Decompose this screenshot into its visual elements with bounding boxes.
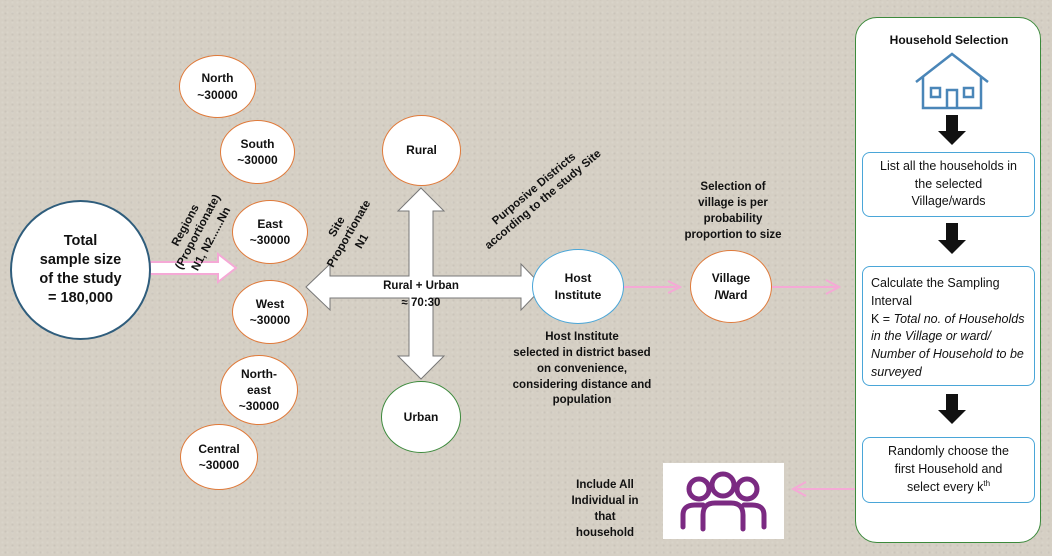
house-icon — [915, 52, 989, 424]
down-arrow-3 — [938, 394, 966, 424]
rural-urban-ratio: Rural + Urban ≈ 70:30 — [383, 280, 459, 309]
step-random-selection: Randomly choose the first Household and … — [862, 437, 1035, 503]
household-selection-panel: Household Selection List all the househo… — [855, 17, 1041, 543]
region-south: South ~30000 — [220, 120, 295, 184]
include-individuals-note: Include All Individual in that household — [571, 479, 639, 539]
region-central: Central ~30000 — [180, 424, 258, 490]
total-sample-size-text: Total sample size of the study = 180,000 — [39, 233, 122, 306]
rural-node: Rural — [382, 115, 461, 186]
host-institute-node: Host Institute — [532, 249, 624, 324]
region-north-east: North- east ~30000 — [220, 355, 298, 425]
region-east: East ~30000 — [232, 200, 308, 264]
sampling-interval-line2: Interval — [871, 293, 912, 308]
down-arrow-2 — [938, 223, 966, 254]
village-selection-note: Selection of village is per probability … — [684, 181, 782, 241]
total-sample-size-node: Total sample size of the study = 180,000 — [10, 200, 151, 340]
urban-node: Urban — [381, 381, 461, 453]
host-institute-note: Host Institute selected in district base… — [512, 331, 652, 407]
down-arrow-1 — [938, 115, 966, 145]
step-sampling-interval: Calculate the Sampling Interval K = Tota… — [862, 266, 1035, 386]
region-west: West ~30000 — [232, 280, 308, 344]
people-group-icon — [680, 471, 767, 532]
region-north: North ~30000 — [179, 55, 256, 118]
individuals-icon-box — [663, 463, 784, 539]
village-ward-node: Village /Ward — [690, 250, 772, 323]
step-list-households: List all the households in the selected … — [862, 152, 1035, 217]
sampling-interval-formula: K = Total no. of Households in the Villa… — [871, 311, 1025, 379]
arrow-total-to-regions — [149, 251, 238, 285]
household-selection-title: Household Selection — [889, 33, 1009, 47]
sampling-interval-line1: Calculate the Sampling — [871, 276, 1000, 290]
